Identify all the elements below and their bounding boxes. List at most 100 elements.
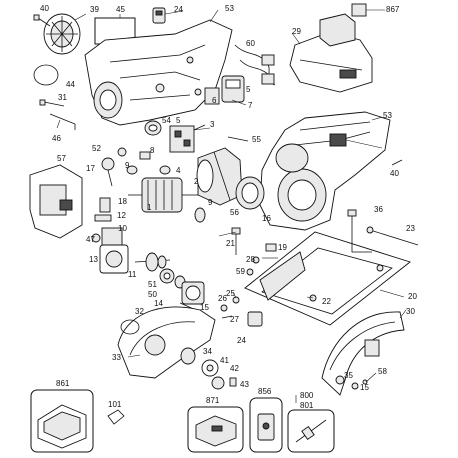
gear-housing-14: [181, 281, 205, 305]
callout-59: 59: [236, 267, 245, 276]
bearing-plate: [99, 244, 129, 274]
callout-57: 57: [57, 154, 66, 163]
leader-lines: [56, 9, 407, 403]
callout-5-top: 5: [246, 85, 251, 94]
callout-7: 7: [248, 101, 253, 110]
callout-51: 51: [148, 280, 157, 289]
callout-861: 861: [56, 379, 70, 388]
callout-1: 1: [147, 203, 152, 212]
callout-32: 32: [135, 307, 144, 316]
callout-12: 12: [117, 211, 126, 220]
blade-washers: [180, 347, 237, 390]
callout-53-top: 53: [225, 4, 234, 13]
depth-bracket: [231, 227, 277, 276]
callout-19: 19: [278, 243, 287, 252]
callout-101: 101: [108, 400, 122, 409]
callout-11: 11: [128, 270, 137, 279]
kit-box-800-801: [287, 409, 335, 453]
callout-43: 43: [240, 380, 249, 389]
retaining-ring: [120, 319, 140, 335]
callout-58: 58: [378, 367, 387, 376]
callout-16: 16: [262, 214, 271, 223]
shoe-plate: [244, 231, 411, 326]
callout-22: 22: [322, 297, 331, 306]
callout-29: 29: [292, 27, 301, 36]
callout-13: 13: [89, 255, 98, 264]
kit-box-case: [30, 389, 94, 453]
screw-31: [39, 99, 65, 107]
battery-pack: [289, 13, 373, 93]
brush-holder: [169, 124, 206, 153]
callout-5-mid: 5: [176, 116, 181, 125]
callout-60: 60: [246, 39, 255, 48]
wire-harness: [234, 44, 276, 86]
callout-4: 4: [176, 166, 181, 175]
callout-9-lower: 9: [208, 198, 213, 207]
battery-cap: [351, 3, 385, 17]
callout-6: 6: [212, 96, 217, 105]
screw-40-top: [33, 14, 51, 27]
bevel-bracket: [347, 209, 419, 253]
kit-box-charger: [187, 406, 244, 453]
callout-9-upper: 9: [125, 161, 130, 170]
callout-20: 20: [408, 292, 417, 301]
guard-screws: [335, 375, 368, 390]
callout-40-right: 40: [390, 169, 399, 178]
callout-17: 17: [86, 164, 95, 173]
callout-45: 45: [116, 5, 125, 14]
callout-52: 52: [92, 144, 101, 153]
gear-case: [29, 164, 83, 239]
bearing-51: [159, 268, 186, 289]
callout-27: 27: [230, 315, 239, 324]
callout-36: 36: [374, 205, 383, 214]
callout-26: 26: [218, 294, 227, 303]
o-ring: [33, 64, 59, 86]
callout-50: 50: [148, 290, 157, 299]
callout-56: 56: [230, 208, 239, 217]
callout-2: 2: [194, 177, 199, 186]
callout-8: 8: [150, 146, 155, 155]
callout-labels: 40 39 45 24 53 867 29 60 44 31 5 6 7 46 …: [40, 4, 417, 410]
callout-35: 35: [344, 371, 353, 380]
screw-40-right: [391, 159, 403, 166]
switch-part-top: [152, 7, 166, 24]
callout-42: 42: [230, 364, 239, 373]
callout-47: 47: [86, 235, 95, 244]
callout-856: 856: [258, 387, 272, 396]
callout-24-top: 24: [174, 5, 183, 14]
callout-54: 54: [162, 116, 171, 125]
lower-guard: [321, 311, 405, 396]
callout-3: 3: [210, 120, 215, 129]
callout-15-mid: 15: [200, 303, 209, 312]
callout-21: 21: [226, 239, 235, 248]
callout-33: 33: [112, 353, 121, 362]
switch-assembly: [194, 75, 245, 105]
housing-half-main: [259, 111, 391, 231]
callout-44: 44: [66, 80, 75, 89]
kit-box-856: [249, 397, 283, 453]
hex-key: [49, 113, 76, 130]
fan-part: [43, 13, 81, 55]
motor: [196, 147, 243, 206]
callout-53-right: 53: [383, 111, 392, 120]
callout-23: 23: [406, 224, 415, 233]
callout-31: 31: [58, 93, 67, 102]
callout-41: 41: [220, 356, 229, 365]
lever-parts: [220, 296, 263, 327]
callout-10: 10: [118, 224, 127, 233]
callout-46: 46: [52, 134, 61, 143]
small-parts: [117, 147, 206, 223]
callout-867: 867: [386, 5, 400, 14]
armature: [128, 177, 198, 213]
screw-55: [227, 136, 249, 142]
callout-24-lower: 24: [237, 336, 246, 345]
blade-guard: [117, 306, 216, 379]
callout-14: 14: [154, 299, 163, 308]
wrench-101: [107, 409, 125, 425]
spindle: [134, 252, 171, 272]
callout-30: 30: [406, 307, 415, 316]
callout-39: 39: [90, 5, 99, 14]
callout-18: 18: [118, 197, 127, 206]
callout-800: 800: [300, 391, 314, 400]
